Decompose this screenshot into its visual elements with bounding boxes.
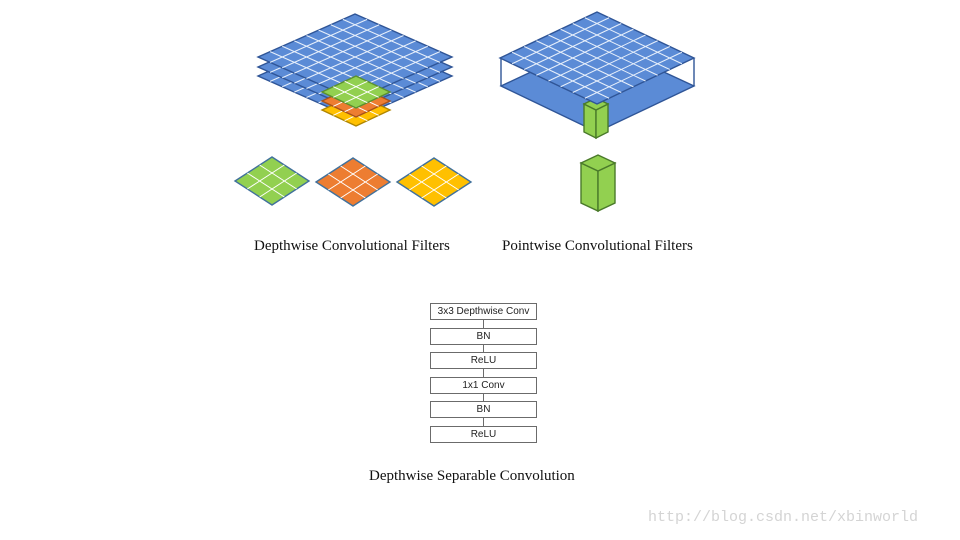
grid-line (333, 80, 368, 98)
flow-connector (483, 368, 484, 377)
grid-line (330, 24, 428, 69)
filter-orange (314, 157, 392, 207)
grid-line (572, 46, 670, 93)
separable-caption: Depthwise Separable Convolution (369, 468, 575, 484)
grid-line (259, 164, 297, 190)
output-volume-top (498, 11, 696, 105)
flow-connector (483, 417, 484, 426)
grid-line (340, 165, 378, 191)
grid-line (560, 40, 658, 88)
flow-step-bn: BN (430, 401, 537, 418)
flow-step-relu: ReLU (430, 426, 537, 443)
grid-line (333, 86, 368, 104)
grid-line (247, 172, 285, 198)
pointwise-caption: Pointwise Convolutional Filters (502, 238, 693, 254)
pointwise-filter (579, 154, 617, 213)
depthwise-caption: Depthwise Convolutional Filters (254, 238, 450, 254)
grid-line (318, 29, 416, 74)
grid-line (421, 165, 459, 191)
grid-line (409, 165, 447, 191)
flow-connector (483, 344, 484, 353)
pointwise-diagram (498, 11, 696, 140)
watermark: http://blog.csdn.net/xbinworld (648, 509, 919, 526)
grid-line (247, 164, 285, 190)
grid-line (328, 165, 366, 191)
grid-line (421, 173, 459, 199)
grid-line (328, 173, 366, 199)
grid-line (584, 17, 683, 65)
grid-line (340, 173, 378, 199)
grid-line (344, 80, 379, 98)
grid-line (572, 23, 670, 70)
filter-yellow (395, 157, 473, 207)
depthwise-diagram (233, 13, 473, 207)
filter-yellow-surface (395, 157, 473, 207)
grid-line (560, 28, 658, 76)
input-layer-top (256, 13, 454, 101)
flow-step-bn: BN (430, 328, 537, 345)
filter-orange-surface (314, 157, 392, 207)
filter-green-in-stack (320, 75, 392, 109)
grid-line (318, 40, 416, 85)
grid-line (409, 173, 447, 199)
pointwise-filter-top-face (579, 154, 617, 172)
grid-line (584, 51, 683, 99)
grid-line (342, 18, 441, 63)
filter-green (233, 156, 311, 206)
filter-green-surface (233, 156, 311, 206)
flow-connector (483, 393, 484, 402)
flow-step-depthwise-conv: 3x3 Depthwise Conv (430, 303, 537, 320)
flow-step-pointwise-conv: 1x1 Conv (430, 377, 537, 394)
grid-line (548, 34, 646, 82)
flow-step-relu: ReLU (430, 352, 537, 369)
grid-line (306, 35, 404, 79)
flow-connector (483, 319, 484, 328)
grid-line (344, 86, 379, 104)
grid-line (259, 172, 297, 198)
